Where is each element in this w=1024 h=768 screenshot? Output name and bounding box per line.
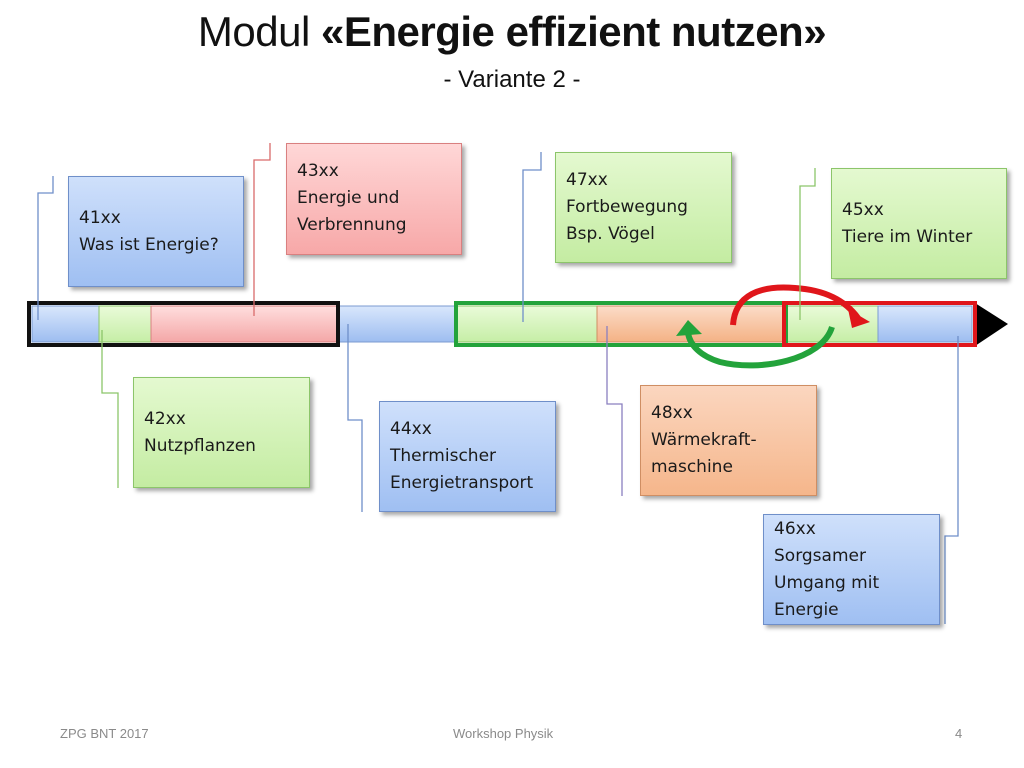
module-47-box: 47xx Fortbewegung Bsp. Vögel <box>555 152 732 263</box>
module-41-code: 41xx <box>79 208 121 228</box>
module-47-line-2: Bsp. Vögel <box>566 224 655 244</box>
module-44-box: 44xx Thermischer Energietransport <box>379 401 556 512</box>
module-46-code: 46xx <box>774 519 816 539</box>
connector-45 <box>799 168 816 320</box>
footer-center: Workshop Physik <box>453 726 554 741</box>
module-44-line-2: Energietransport <box>390 473 534 493</box>
module-43-box: 43xx Energie und Verbrennung <box>286 143 462 255</box>
module-46-box: 46xx Sorgsamer Umgang mit Energie <box>763 514 940 625</box>
module-45-line-1: Tiere im Winter <box>842 227 973 247</box>
title-main: «Energie effizient nutzen» <box>320 8 827 55</box>
module-44-line-1: Thermischer <box>390 446 497 466</box>
module-44-code: 44xx <box>390 419 432 439</box>
frame-red <box>782 301 977 347</box>
connector-48 <box>606 326 623 496</box>
footer-left: ZPG BNT 2017 <box>60 726 149 741</box>
connector-44 <box>347 324 363 512</box>
segment-46 <box>877 305 973 343</box>
segment-43 <box>150 305 338 343</box>
module-46-line-2: Umgang mit <box>774 573 880 593</box>
connector-47 <box>522 152 542 322</box>
swap-arrow-green <box>685 325 835 369</box>
swap-arrow-green-head <box>676 320 702 336</box>
page-title: Modul «Energie effizient nutzen» <box>0 8 1024 56</box>
module-41-line-1: Was ist Energie? <box>79 235 219 255</box>
segment-42 <box>98 305 152 343</box>
connector-42 <box>101 330 119 488</box>
connector-43 <box>253 143 271 316</box>
segment-41 <box>31 305 100 343</box>
module-41-box: 41xx Was ist Energie? <box>68 176 244 287</box>
swap-arrow-red-head <box>848 309 870 328</box>
module-42-line-1: Nutzpflanzen <box>144 436 256 456</box>
module-42-box: 42xx Nutzpflanzen <box>133 377 310 488</box>
footer-page-number: 4 <box>955 726 963 741</box>
module-47-line-1: Fortbewegung <box>566 197 688 217</box>
module-48-line-2: maschine <box>651 457 733 477</box>
title-prefix: Modul <box>197 8 321 55</box>
frame-black <box>27 301 340 347</box>
segment-44 <box>336 305 457 343</box>
module-46-line-1: Sorgsamer <box>774 546 866 566</box>
connector-46 <box>944 336 959 624</box>
page-subtitle: - Variante 2 - <box>443 66 581 93</box>
module-48-line-1: Wärmekraft- <box>651 430 757 450</box>
module-48-box: 48xx Wärmekraft- maschine <box>640 385 817 496</box>
module-43-line-1: Energie und <box>297 188 400 208</box>
segment-47 <box>455 305 598 343</box>
module-48-code: 48xx <box>651 403 693 423</box>
module-42-code: 42xx <box>144 409 186 429</box>
module-43-code: 43xx <box>297 161 339 181</box>
module-45-box: 45xx Tiere im Winter <box>831 168 1007 279</box>
timeline-arrowhead <box>975 303 1008 346</box>
module-47-code: 47xx <box>566 170 608 190</box>
module-43-line-2: Verbrennung <box>297 215 407 235</box>
module-45-code: 45xx <box>842 200 884 220</box>
module-46-line-3: Energie <box>774 600 839 620</box>
connector-41 <box>37 176 54 320</box>
segment-45 <box>784 305 879 343</box>
swap-arrow-red <box>730 284 861 326</box>
